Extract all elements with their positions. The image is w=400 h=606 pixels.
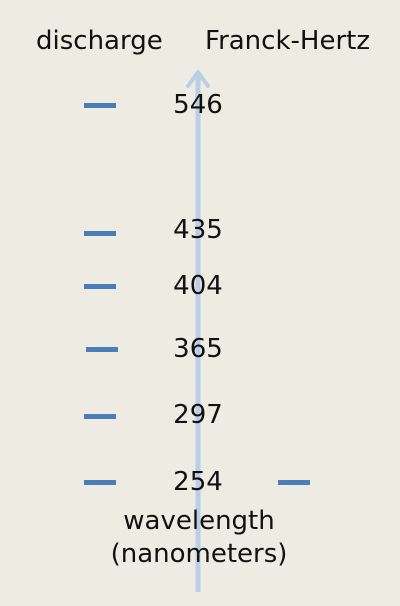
franck-hertz-line-mark-254 <box>278 480 310 485</box>
axis-label-line2: (nanometers) <box>110 539 288 569</box>
discharge-line-mark-546 <box>84 103 116 108</box>
wavelength-label-365: 365 <box>173 334 223 364</box>
wavelength-label-404: 404 <box>173 271 223 301</box>
franck-hertz-column-header: Franck-Hertz <box>205 26 370 56</box>
axis-arrowhead <box>186 70 210 88</box>
discharge-line-mark-404 <box>84 284 116 289</box>
discharge-line-mark-254 <box>84 480 116 485</box>
discharge-line-mark-435 <box>84 231 116 236</box>
wavelength-label-435: 435 <box>173 215 223 245</box>
discharge-line-mark-365 <box>86 347 118 352</box>
wavelength-label-546: 546 <box>173 90 223 120</box>
discharge-column-header: discharge <box>36 26 163 56</box>
discharge-line-mark-297 <box>84 414 116 419</box>
wavelength-label-254: 254 <box>173 467 223 497</box>
wavelength-label-297: 297 <box>173 400 223 430</box>
axis-label-line1: wavelength <box>123 506 275 536</box>
